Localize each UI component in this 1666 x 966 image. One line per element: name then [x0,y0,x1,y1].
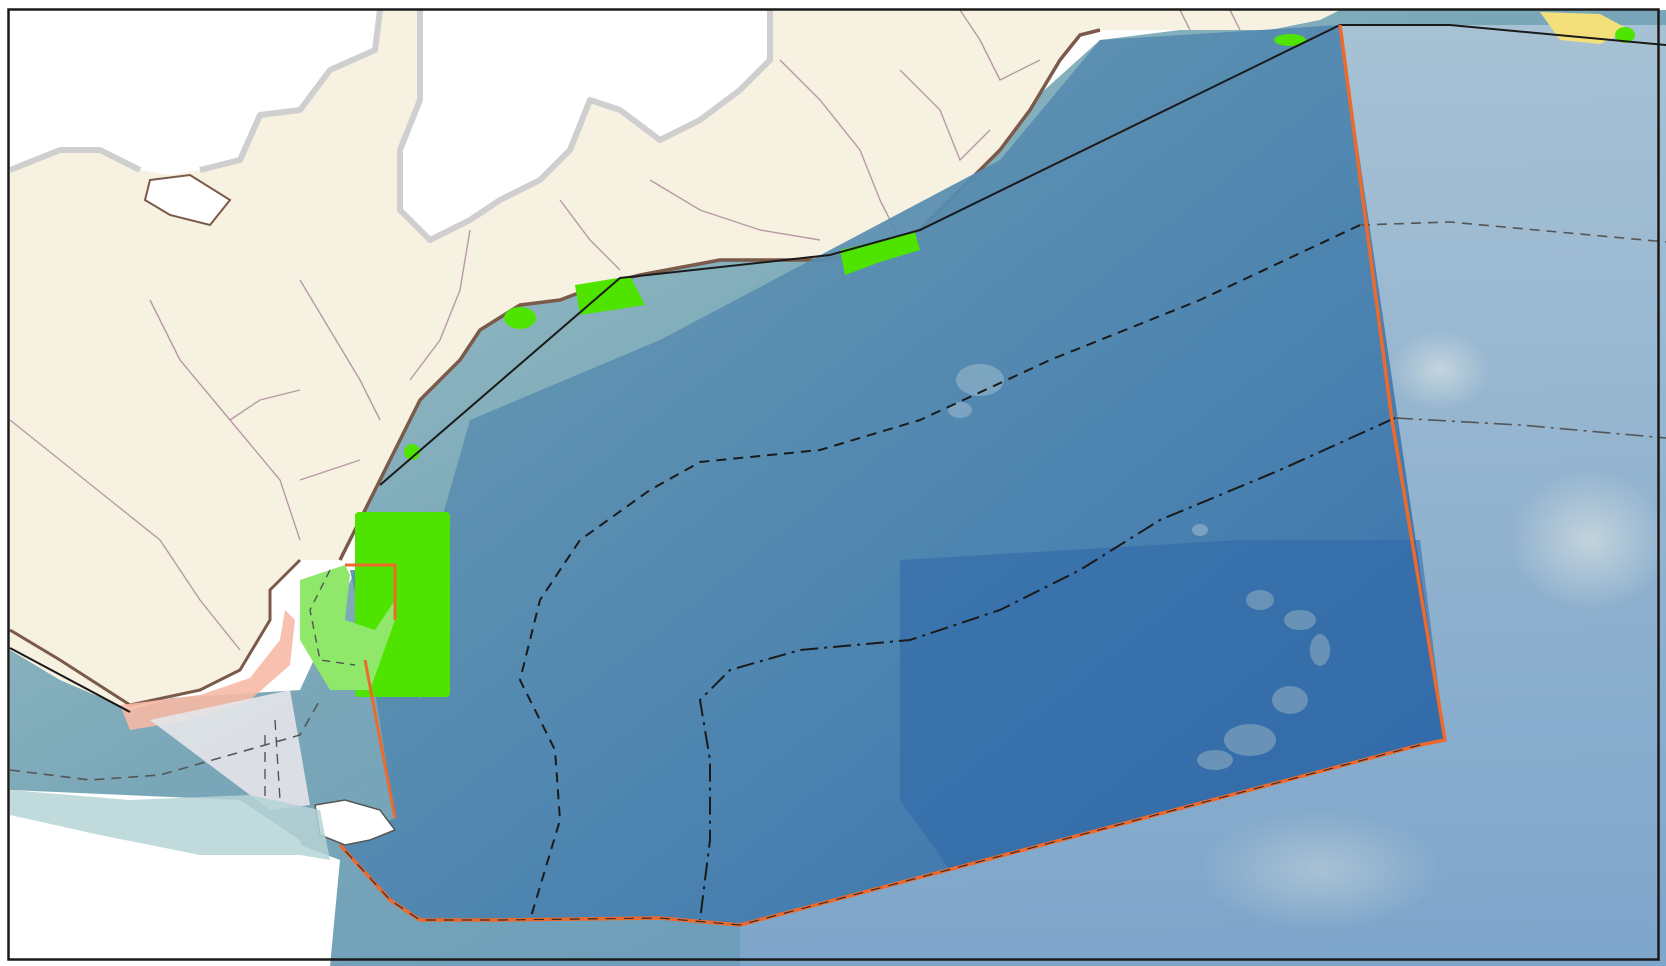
island-chain [1197,590,1330,770]
outer-dashdot-line [1394,417,1666,439]
outer-sea [740,25,1666,966]
map-frame-border [7,8,1660,961]
land-south-west-shade [10,790,330,860]
protected-area-northeast[interactable] [1274,34,1306,46]
land-mass [10,10,1340,710]
protected-area-north-1[interactable] [575,276,645,315]
protected-areas[interactable] [300,34,1306,697]
study-area-border-west[interactable] [345,563,397,819]
inland-water-3 [400,10,770,240]
protected-area-north-4[interactable] [404,444,420,460]
seamounts-inner [948,364,1208,536]
protected-area-bay[interactable] [300,565,395,690]
seamount-northeast [1390,330,1490,410]
study-area-border-dashes [339,744,1421,926]
bay-dashed-line [309,569,356,666]
west-dashed-line [9,699,321,781]
baseline [9,24,1666,713]
isobath-500m [698,417,1396,921]
excluded-zone [150,690,310,810]
outer-dashed-line [1359,221,1666,243]
protected-area-north-3[interactable] [504,307,536,329]
inland-water-1 [143,173,232,227]
protected-area-east[interactable] [1615,27,1635,43]
west-dashed-vertical [264,719,281,801]
protected-area-north-2[interactable] [840,232,920,275]
seamount-south [1200,810,1440,930]
isobath-lines [9,221,1666,921]
province-borders [9,9,1241,651]
seamount-east [1510,470,1666,610]
inland-water-2 [10,10,380,175]
coastline-west [9,558,302,707]
land-edge [8,9,773,243]
coastal-zone [120,610,295,730]
